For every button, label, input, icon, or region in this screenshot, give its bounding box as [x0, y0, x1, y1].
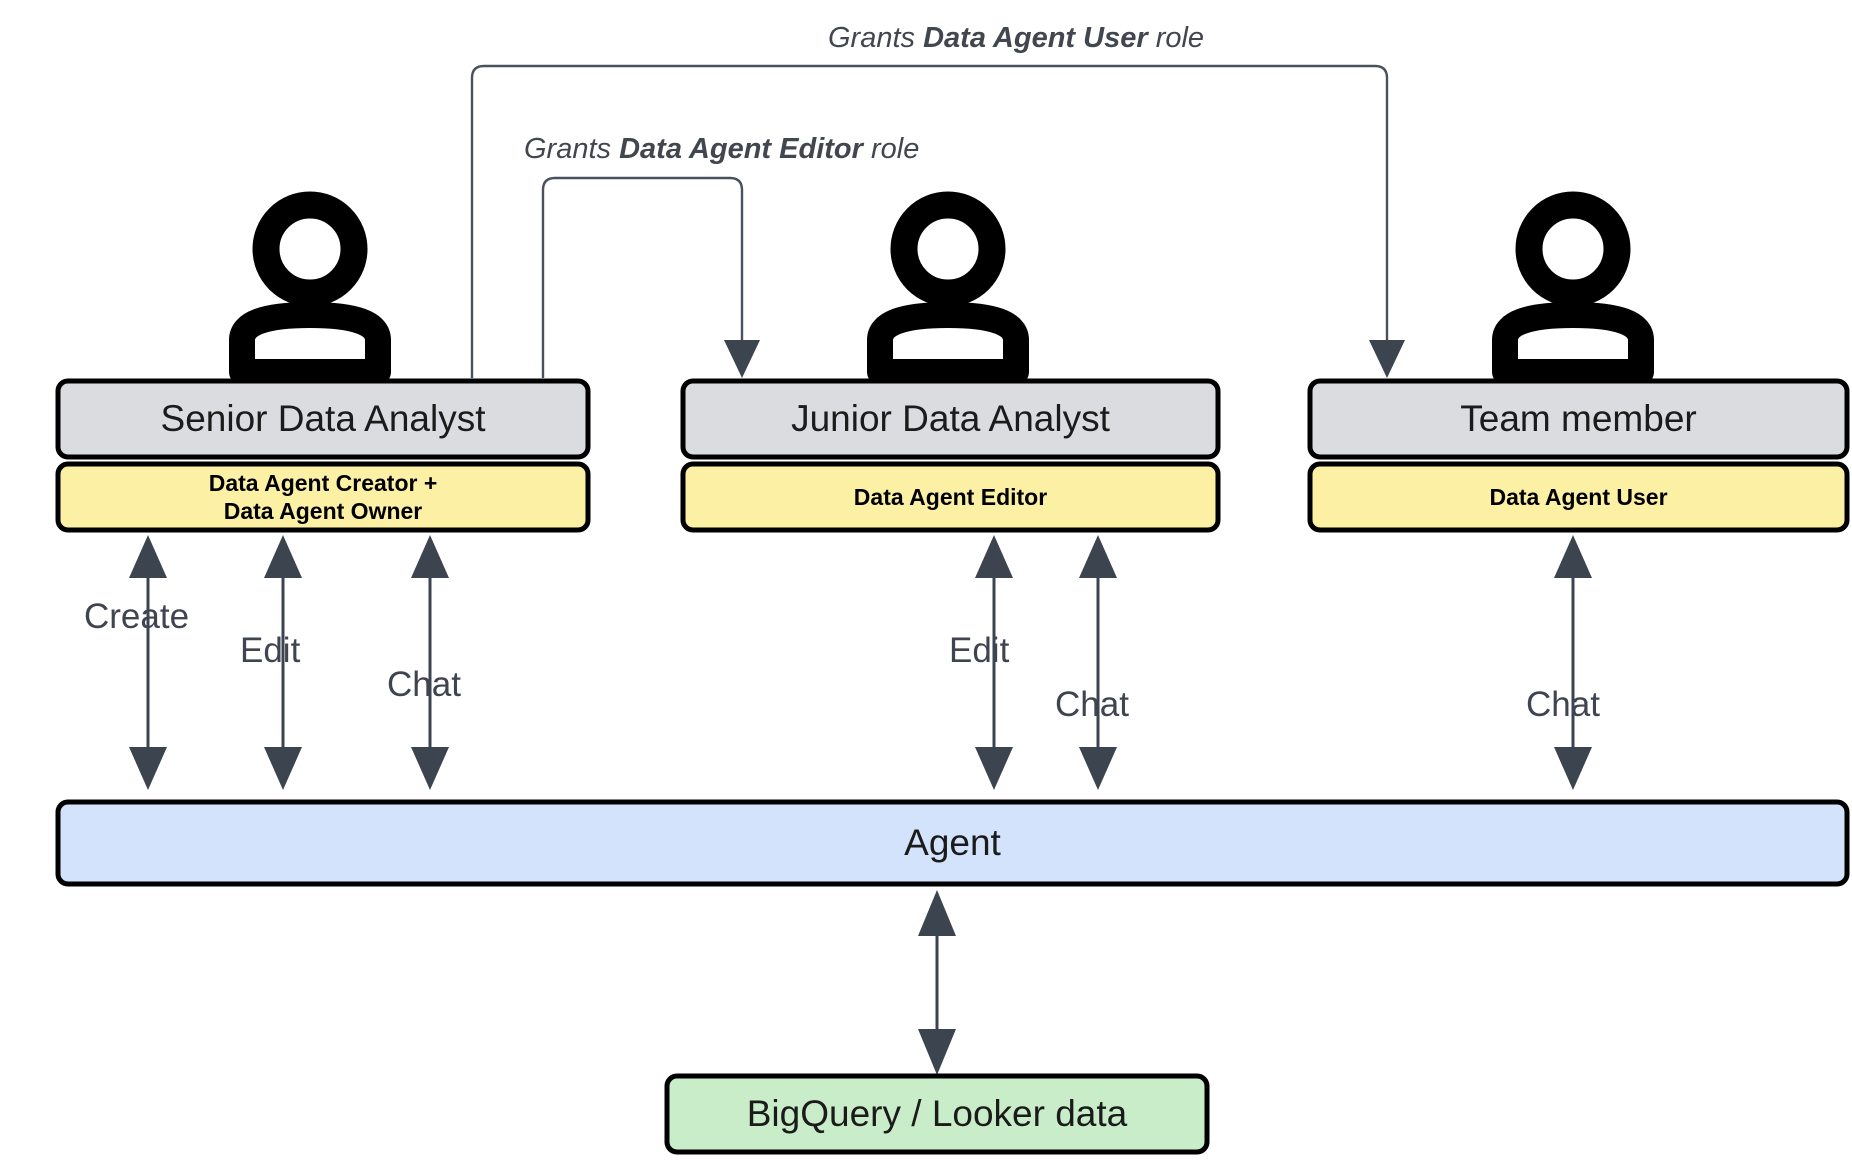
action-arrow-edit-junior: [975, 535, 1013, 790]
grant-user-role: Data Agent User: [923, 22, 1148, 54]
role-text-senior: Data Agent Creator + Data Agent Owner: [208, 469, 438, 524]
edge-label-chat-senior: Chat: [387, 665, 461, 704]
role-badge-senior[interactable]: [55, 461, 591, 533]
persona-header-senior[interactable]: [55, 378, 591, 460]
role-label-senior: Data Agent Creator + Data Agent Owner: [58, 464, 588, 530]
persona-header-junior[interactable]: [680, 378, 1221, 460]
persona-title-senior: Senior Data Analyst: [160, 398, 486, 439]
role-badge-junior[interactable]: [680, 461, 1221, 533]
grant-label-editor: Grants Data Agent Editor role: [524, 133, 919, 166]
action-arrow-create: [129, 535, 167, 790]
grant-connector-editor: [541, 176, 760, 378]
action-arrow-edit-senior: [264, 535, 302, 790]
action-arrow-chat-senior: [411, 535, 449, 790]
edge-label-chat-team: Chat: [1526, 685, 1600, 724]
role-text-junior: Data Agent Editor: [853, 483, 1048, 510]
edge-label-edit-junior: Edit: [949, 631, 1010, 670]
person-icon-senior: [229, 191, 391, 385]
role-text-team: Data Agent User: [1489, 483, 1668, 510]
edge-label-create: Create: [84, 597, 190, 636]
agent-label: Agent: [904, 822, 1001, 863]
edge-label-chat-junior: Chat: [1055, 685, 1129, 724]
data-source-box[interactable]: [664, 1073, 1210, 1155]
grant-editor-role: Data Agent Editor: [619, 133, 863, 165]
grant-editor-suffix: role: [862, 133, 920, 165]
grant-editor-prefix: Grants: [524, 133, 620, 165]
grant-user-suffix: role: [1147, 22, 1205, 54]
persona-title-junior: Junior Data Analyst: [791, 398, 1110, 439]
persona-title-team: Team member: [1460, 398, 1697, 439]
person-icon-junior: [867, 191, 1029, 385]
action-arrow-chat-team: [1554, 535, 1592, 790]
agent-box[interactable]: [55, 799, 1850, 887]
role-label-team: Data Agent User: [1310, 464, 1847, 530]
edge-label-edit-senior: Edit: [240, 631, 301, 670]
grant-label-user: Grants Data Agent User role: [828, 22, 1204, 55]
persona-header-team[interactable]: [1307, 378, 1850, 460]
data-source-label: BigQuery / Looker data: [746, 1093, 1128, 1134]
grant-connector-user: [470, 64, 1405, 378]
role-label-junior: Data Agent Editor: [683, 464, 1218, 530]
person-icon-team: [1492, 191, 1654, 385]
action-arrow-chat-junior: [1079, 535, 1117, 790]
agent-data-arrow: [918, 890, 956, 1075]
role-badge-team[interactable]: [1307, 461, 1850, 533]
grant-user-prefix: Grants: [828, 22, 924, 54]
